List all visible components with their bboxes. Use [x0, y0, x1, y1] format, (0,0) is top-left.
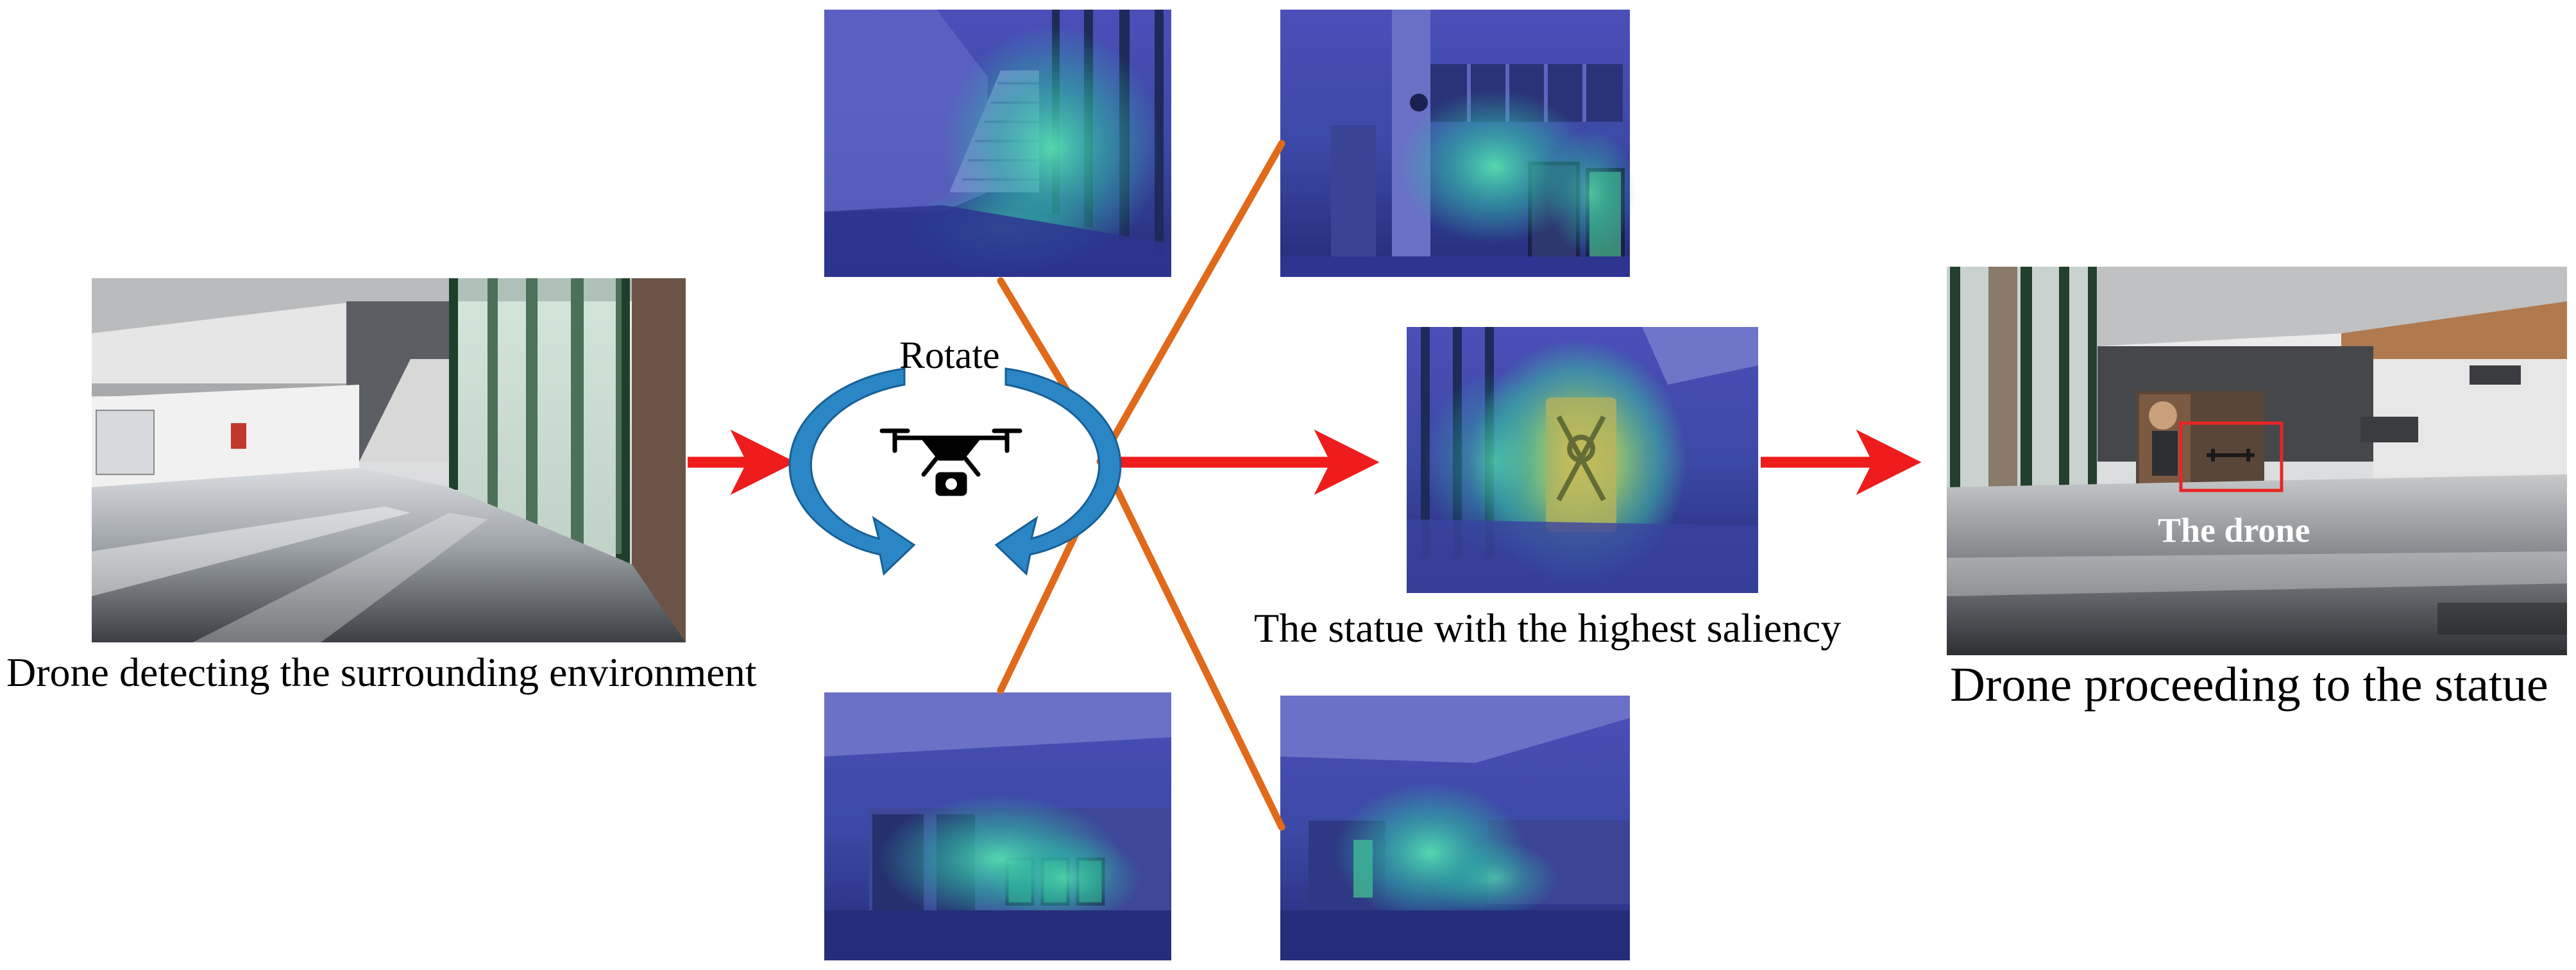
heatmap-view-3	[824, 692, 1171, 960]
caption-highest-saliency: The statue with the highest saliency	[1254, 605, 1842, 651]
photo-corridor-left	[92, 278, 686, 642]
drone-tag-label: The drone	[2158, 511, 2310, 549]
heatmap-view-1	[824, 10, 1171, 277]
rotation-arrows-icon	[788, 367, 1122, 576]
drone-icon	[879, 428, 1022, 496]
photo-drone-approach	[1947, 267, 2567, 655]
rotate-label: Rotate	[899, 334, 1000, 376]
caption-detecting: Drone detecting the surrounding environm…	[6, 649, 757, 695]
heatmap-view-2	[1280, 10, 1636, 277]
heatmap-view-4	[1280, 696, 1630, 960]
caption-proceeding: Drone proceeding to the statue	[1950, 658, 2548, 712]
heatmap-statue	[1407, 327, 1758, 593]
